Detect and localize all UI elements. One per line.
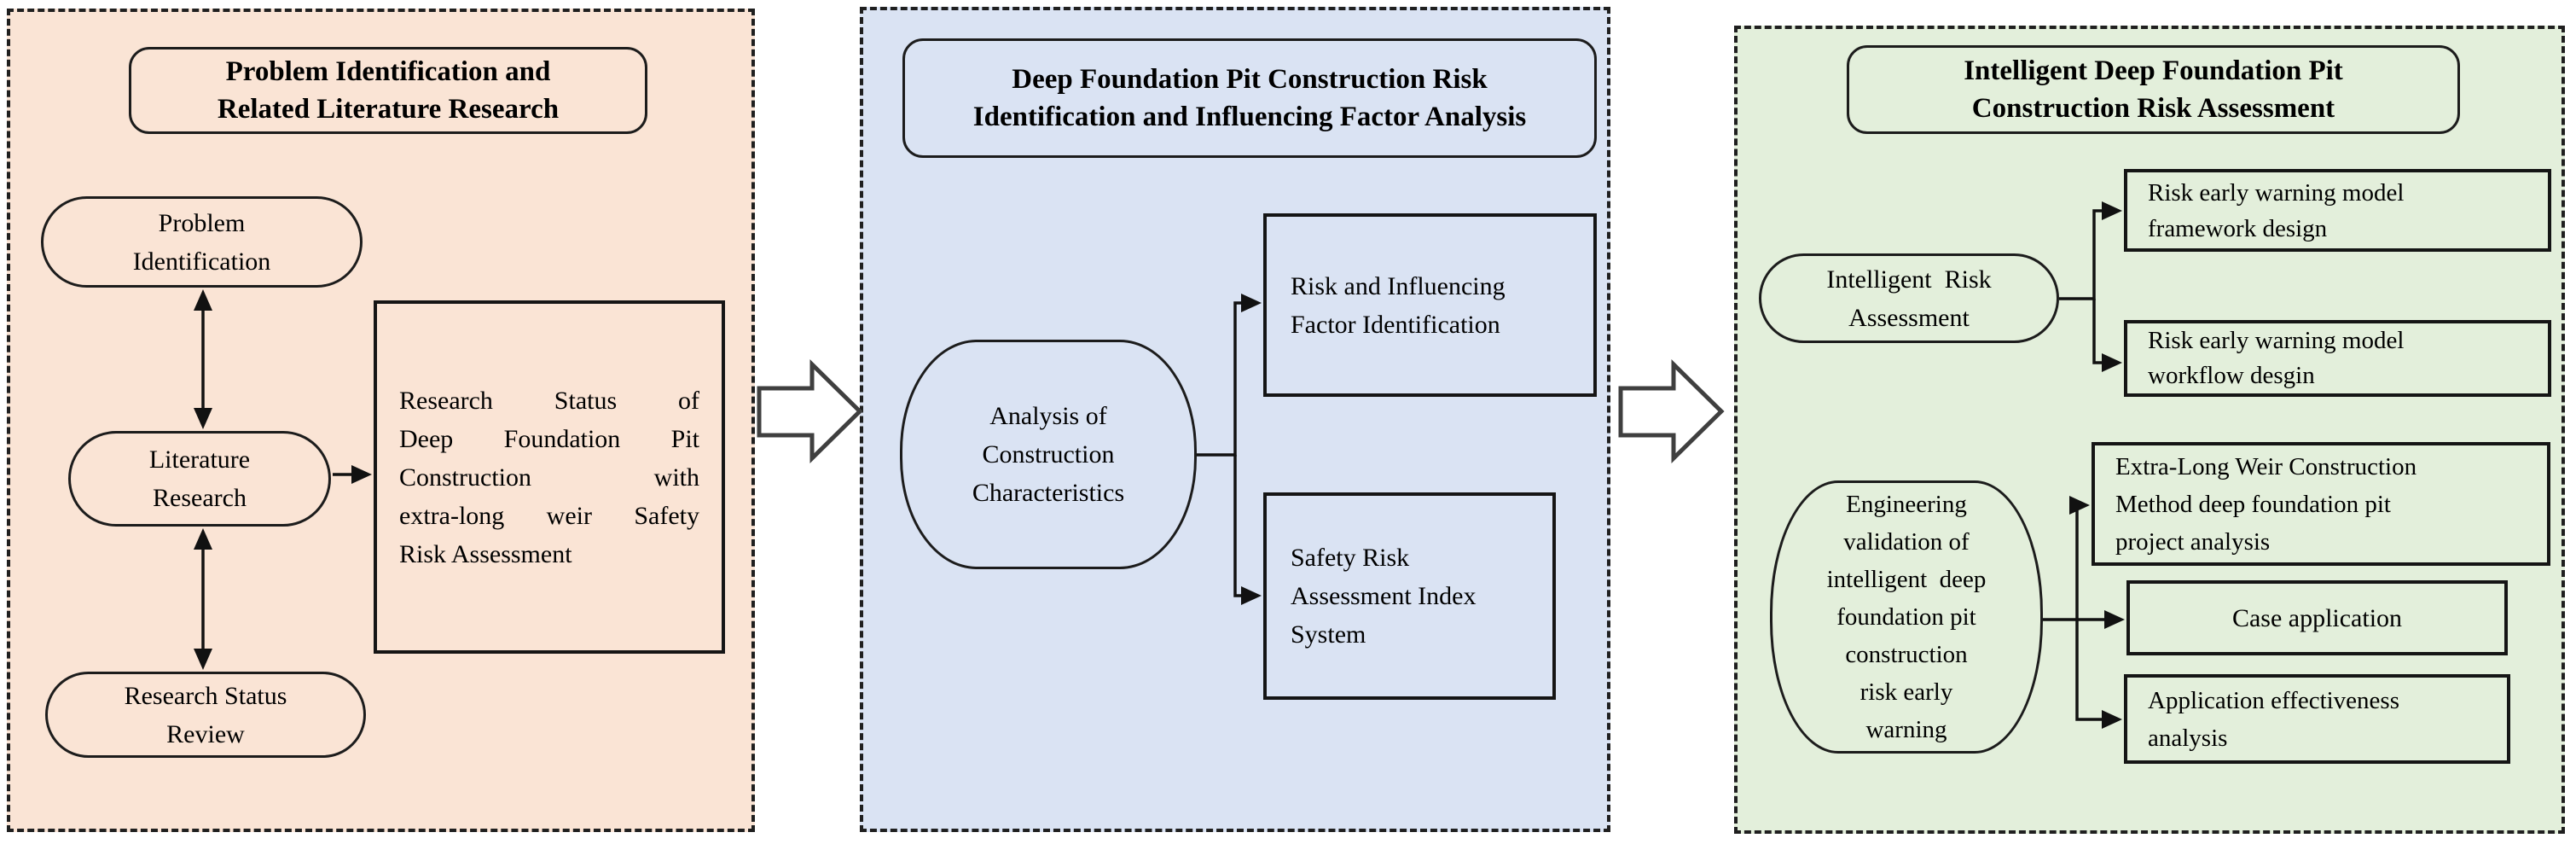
research-status-box: Research Status of Deep Foundation Pit C… [374,300,725,654]
box-line: analysis [2148,724,2228,752]
research-status-review-node: Research Status Review [45,672,366,758]
framework-design-box: Risk early warning model framework desig… [2124,169,2551,252]
box-line: Risk and Influencing [1291,271,1506,300]
box-line: Assessment Index [1291,582,1477,610]
box-line: extra-long weir Safety [399,501,699,530]
box-line: Extra-Long Weir Construction [2115,452,2417,480]
box-line: Case application [2231,603,2403,632]
risk-identification-panel: Deep Foundation Pit Construction Risk Id… [860,7,1610,832]
box-line: Deep Foundation Pit [399,424,699,453]
box-line: Construction with [399,463,699,492]
box-line: Risk early warning model [2148,327,2405,354]
box-line: project analysis [2115,527,2271,556]
effectiveness-analysis-box: Application effectiveness analysis [2124,674,2510,764]
problem-identification-node: Problem Identification [41,196,363,288]
box-line: Safety Risk [1291,544,1410,572]
risk-assessment-panel: Intelligent Deep Foundation Pit Construc… [1734,26,2565,834]
panel-flow-arrow-2 [1618,359,1725,463]
box-line: Research Status of [399,386,699,415]
weir-project-analysis-box: Extra-Long Weir Construction Method deep… [2092,442,2550,566]
left-panel-title: Problem Identification and Related Liter… [129,47,647,134]
analysis-characteristics-node: Analysis of Construction Characteristics [900,340,1197,569]
literature-research-node: Literature Research [68,431,331,527]
box-line: Risk early warning model [2148,178,2405,207]
panel-flow-arrow-1 [757,359,863,463]
right-panel-title: Intelligent Deep Foundation Pit Construc… [1847,45,2460,134]
problem-identification-panel: Problem Identification and Related Liter… [7,9,755,832]
safety-index-system-box: Safety Risk Assessment Index System [1263,492,1556,700]
box-line: Risk Assessment [399,539,572,568]
workflow-design-box: Risk early warning model workflow desgin [2124,320,2551,397]
box-line: System [1291,620,1366,649]
box-line: Application effectiveness [2148,686,2399,714]
box-line: workflow desgin [2148,362,2315,389]
box-line: Factor Identification [1291,310,1500,339]
box-line: Method deep foundation pit [2115,490,2391,518]
risk-factor-identification-box: Risk and Influencing Factor Identificati… [1263,213,1597,397]
box-line: framework design [2148,214,2328,242]
middle-panel-title: Deep Foundation Pit Construction Risk Id… [902,38,1597,158]
engineering-validation-node: Engineering validation of intelligent de… [1770,480,2043,754]
intelligent-risk-assessment-node: Intelligent Risk Assessment [1759,253,2059,343]
case-application-box: Case application [2126,580,2508,655]
